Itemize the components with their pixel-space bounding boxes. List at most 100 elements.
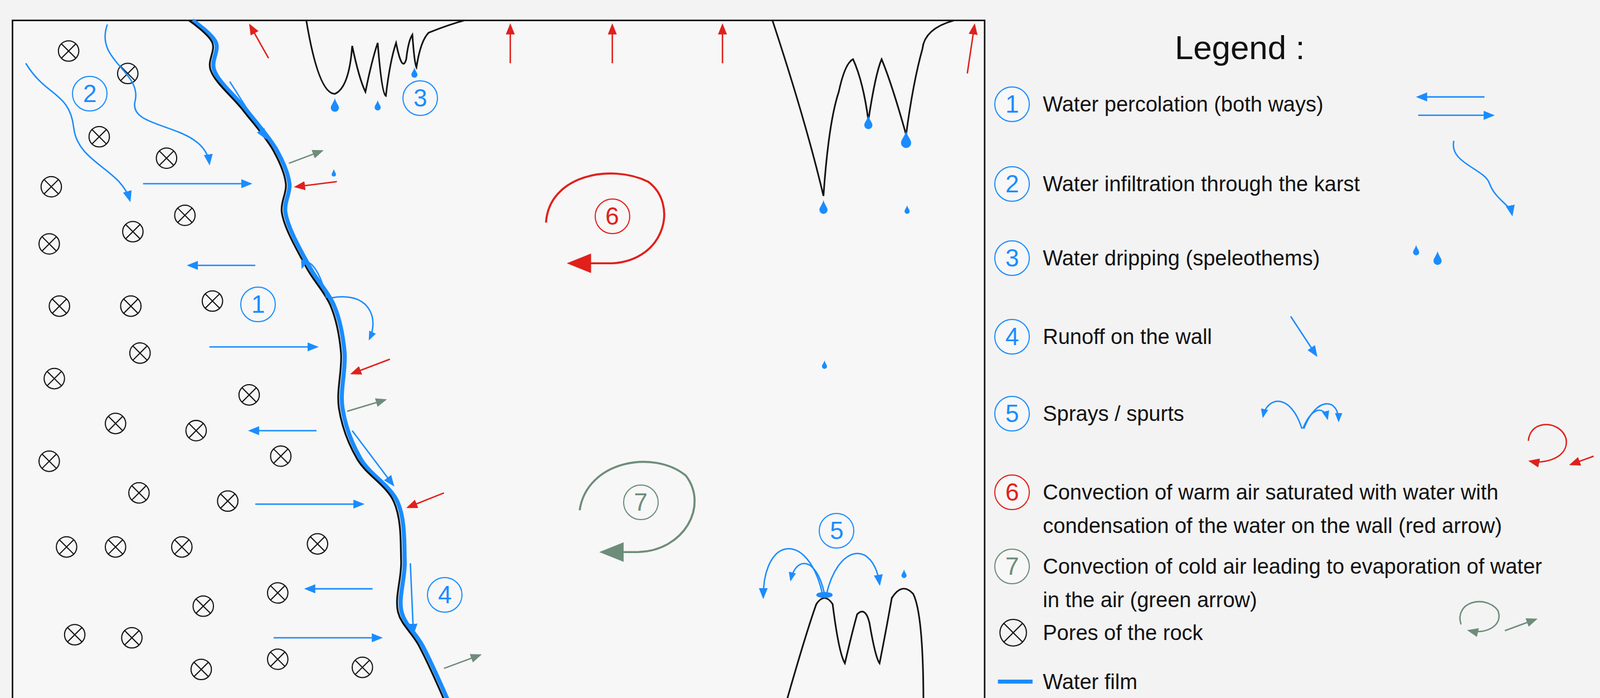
rock-pore <box>58 40 80 62</box>
legend-text: Runoff on the wall <box>1042 319 1213 354</box>
legend-text: Water percolation (both ways) <box>1042 87 1324 121</box>
runoff-arrow <box>229 81 266 138</box>
runoff-arrow <box>410 562 413 632</box>
callout-number: 2 <box>83 81 97 106</box>
callout-circle: 7 <box>623 484 659 520</box>
water-drop <box>904 205 910 215</box>
percolation-arrow <box>250 429 317 432</box>
legend-callout-circle: 3 <box>994 240 1030 276</box>
cold-convection <box>579 461 695 552</box>
callout-circle: 3 <box>402 80 439 116</box>
rock-pore <box>105 536 126 558</box>
legend-callout-circle: 2 <box>994 166 1030 202</box>
callout-number: 6 <box>605 203 619 229</box>
warm-air-arrow <box>250 25 269 59</box>
callout-number: 4 <box>1005 324 1019 349</box>
rock-pore <box>171 536 193 558</box>
spray-source <box>816 591 833 598</box>
rock-pore <box>267 648 289 670</box>
callout-number: 2 <box>1005 171 1019 197</box>
callout-circle: 4 <box>426 576 463 613</box>
legend-percolation-sample <box>1418 96 1485 99</box>
evaporation-arrow <box>444 654 480 669</box>
callout-circle: 6 <box>594 198 631 235</box>
callout-number: 3 <box>413 85 427 111</box>
rock-pore <box>307 533 328 554</box>
rock-pore <box>202 290 223 312</box>
water-drop <box>374 99 381 111</box>
stalagmite <box>785 588 924 698</box>
legend-runoff-sample <box>1290 315 1317 355</box>
rock-pore <box>41 176 62 198</box>
callout-circle: 5 <box>818 512 855 549</box>
stalactite <box>306 20 465 96</box>
water-drop <box>822 360 828 369</box>
percolation-arrow <box>306 587 373 590</box>
rock-pore <box>89 126 110 148</box>
callout-number: 3 <box>1005 245 1019 271</box>
water-drop <box>331 169 336 177</box>
rock-pore <box>217 490 238 512</box>
rock-pore <box>120 295 141 317</box>
wall-spray <box>331 296 374 339</box>
rock-pore <box>49 295 70 317</box>
rock-pore <box>156 147 178 169</box>
rock-pore <box>122 221 144 242</box>
infiltration-arrow <box>25 62 130 200</box>
warm-convection <box>546 173 665 264</box>
water-drop <box>819 200 828 215</box>
rock-pore <box>128 482 150 504</box>
legend-percolation-sample <box>1418 114 1493 117</box>
rock-pore <box>191 658 212 680</box>
legend-callout-circle: 4 <box>994 318 1030 355</box>
water-drop <box>331 169 336 177</box>
condensation-arrow <box>408 492 445 508</box>
legend-text: Sprays / spurts <box>1042 396 1184 431</box>
legend-cold-sample <box>1504 619 1536 631</box>
legend-drip-sample <box>1413 244 1420 256</box>
callout-number: 5 <box>829 518 844 543</box>
warm-air-arrow <box>509 25 512 64</box>
rock-pore <box>267 582 289 603</box>
stalactite <box>772 20 955 197</box>
legend-drip-sample <box>1433 250 1442 265</box>
infiltration-arrow <box>105 24 210 164</box>
water-drop <box>901 569 907 578</box>
percolation-arrow <box>273 636 381 639</box>
wall-spray <box>302 262 327 299</box>
rock-pore <box>39 450 60 472</box>
legend-callout-circle: 1 <box>994 86 1030 123</box>
rock-pore <box>186 420 207 441</box>
rock-pore <box>129 342 151 364</box>
callout-circle: 1 <box>240 286 276 323</box>
runoff-arrow <box>352 430 393 485</box>
rock-pore <box>39 233 60 255</box>
cave-wall <box>188 20 446 698</box>
rock-pore <box>352 657 373 678</box>
warm-air-arrow <box>967 25 975 74</box>
legend-text: Convection of cold air leading to evapor… <box>1042 549 1559 617</box>
percolation-arrow <box>188 264 256 267</box>
percolation-arrow <box>143 182 251 185</box>
water-drop <box>901 130 912 148</box>
warm-air-arrow <box>721 25 724 64</box>
cave-frame <box>12 20 985 698</box>
evaporation-arrow <box>347 400 386 412</box>
water-drop <box>331 98 340 113</box>
percolation-arrow <box>255 503 363 505</box>
legend-text: Convection of warm air saturated with wa… <box>1042 475 1595 543</box>
water-drop <box>411 67 418 79</box>
legend-spray-sample <box>1302 410 1328 429</box>
legend-callout-circle: 6 <box>994 474 1030 510</box>
callout-number: 5 <box>1005 401 1019 426</box>
rock-pore <box>56 536 77 558</box>
rock-pore <box>64 624 86 645</box>
percolation-arrow <box>209 346 317 348</box>
legend-callout-circle: 5 <box>994 395 1030 432</box>
callout-number: 1 <box>251 292 265 317</box>
rock-pore <box>270 445 292 467</box>
legend-text: Water film <box>1042 664 1138 698</box>
